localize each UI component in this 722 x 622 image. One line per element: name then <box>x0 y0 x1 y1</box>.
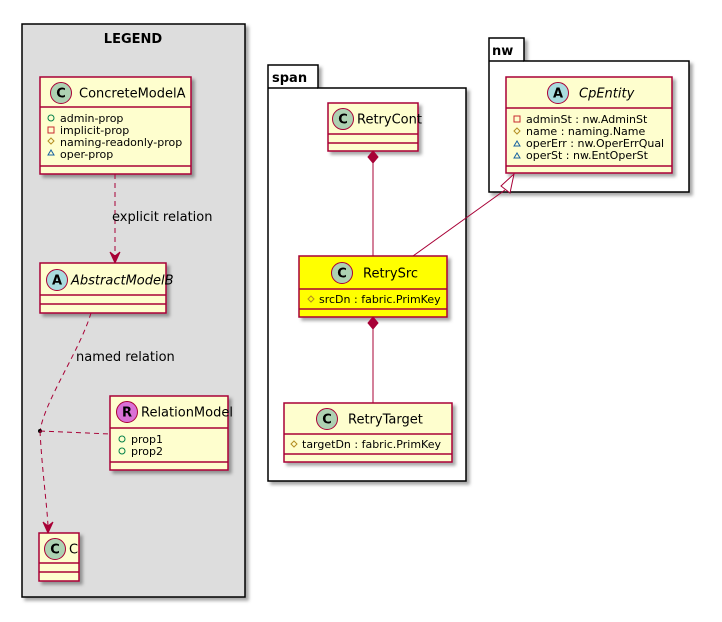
named-relation-lines: named relation <box>38 312 175 535</box>
class-name: AbstractModelB <box>70 274 174 289</box>
prop: oper-prop <box>60 148 113 161</box>
class-stereotype-icon <box>44 538 66 560</box>
class-name: RelationModel <box>141 406 233 421</box>
cp-entity-class: A CpEntity adminSt : nw.AdminSt name : n… <box>505 76 673 174</box>
prop: implicit-prop <box>60 124 129 137</box>
retry-target-class: C RetryTarget targetDn : fabric.PrimKey <box>283 402 453 463</box>
prop: operErr : nw.OperErrQual <box>526 137 664 150</box>
svg-text:C: C <box>322 413 332 428</box>
svg-text:C: C <box>337 267 347 282</box>
package-private-icon <box>513 140 521 147</box>
class-name: ConcreteModelA <box>79 87 186 102</box>
abstract-model-b-class: A AbstractModelB <box>39 262 174 314</box>
prop: adminSt : nw.AdminSt <box>526 113 648 126</box>
svg-text:A: A <box>553 87 563 102</box>
named-relation-label: named relation <box>76 350 175 365</box>
prop: admin-prop <box>60 112 123 125</box>
retry-src-class: C RetrySrc srcDn : fabric.PrimKey <box>298 255 448 318</box>
prop: srcDn : fabric.PrimKey <box>319 293 441 306</box>
class-stereotype-icon <box>316 408 338 430</box>
private-icon <box>513 115 521 123</box>
prop: naming-readonly-prop <box>60 136 182 149</box>
class-name: CpEntity <box>579 87 635 102</box>
svg-text:A: A <box>52 274 62 289</box>
abstract-stereotype-icon <box>547 82 569 104</box>
public-icon <box>47 114 55 122</box>
nw-package-label: nw <box>492 44 513 59</box>
inheritance-src-cpentity <box>412 172 515 257</box>
svg-text:C: C <box>50 543 60 558</box>
legend-title: LEGEND <box>104 32 163 47</box>
svg-text:C: C <box>56 87 66 102</box>
explicit-relation-arrow: explicit relation <box>109 174 212 265</box>
relation-model-class: R RelationModel prop1 prop2 <box>109 395 233 471</box>
class-stereotype-icon <box>331 262 353 284</box>
svg-text:R: R <box>122 406 132 421</box>
composition-cont-src <box>367 150 379 256</box>
package-private-icon <box>47 149 55 156</box>
explicit-relation-label: explicit relation <box>112 210 212 225</box>
abstract-stereotype-icon <box>46 269 68 291</box>
protected-icon <box>513 127 521 135</box>
private-icon <box>47 126 55 134</box>
public-icon <box>118 447 126 455</box>
public-icon <box>118 435 126 443</box>
svg-text:C: C <box>338 113 348 128</box>
relation-stereotype-icon <box>116 401 138 423</box>
span-package-label: span <box>272 71 307 86</box>
protected-icon <box>307 295 315 303</box>
package-private-icon <box>513 152 521 159</box>
protected-icon <box>290 440 298 448</box>
retry-cont-class: C RetryCont <box>327 102 422 152</box>
prop: targetDn : fabric.PrimKey <box>302 438 441 451</box>
protected-icon <box>47 137 55 145</box>
prop: name : naming.Name <box>526 125 646 138</box>
class-stereotype-icon <box>332 108 354 130</box>
class-name: RetryCont <box>357 113 422 128</box>
class-stereotype-icon <box>50 82 72 104</box>
class-name: RetryTarget <box>348 413 423 428</box>
prop: prop1 <box>131 433 163 446</box>
concrete-model-a-class: C ConcreteModelA admin-prop implicit-pro… <box>39 76 192 175</box>
c-class: C C <box>38 532 80 582</box>
class-name: RetrySrc <box>363 267 418 282</box>
composition-src-target <box>367 316 379 403</box>
class-name: C <box>69 543 78 558</box>
prop: operSt : nw.EntOperSt <box>526 149 649 162</box>
prop: prop2 <box>131 445 163 458</box>
